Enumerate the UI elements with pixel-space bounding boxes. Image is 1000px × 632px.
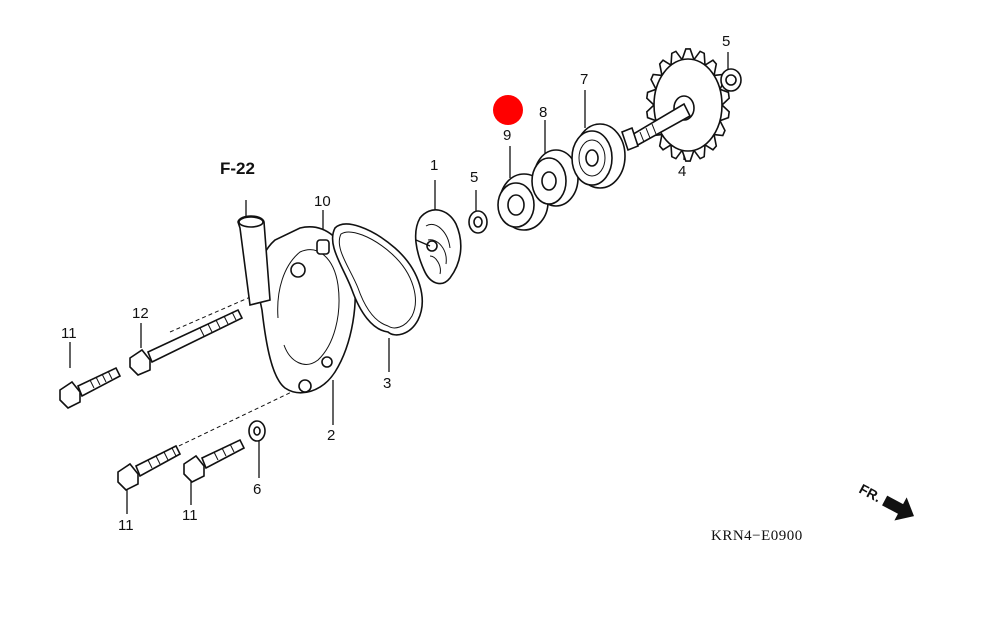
callout-11c: 11: [182, 507, 198, 524]
callout-5b: 5: [722, 33, 730, 50]
washer-small-part: [468, 210, 488, 234]
direction-label: FR.: [857, 481, 884, 506]
impeller-part: [414, 209, 462, 285]
callout-10: 10: [314, 193, 331, 210]
gasket-part: [331, 223, 423, 336]
highlight-marker: [493, 95, 523, 125]
arrow-right-icon: [882, 495, 915, 521]
bolt-11-bottom-left: [117, 444, 182, 491]
callout-12: 12: [132, 305, 149, 322]
callout-labels: 1 2 3 4 5 5 6 7 8 9 10 11 11 11 12: [61, 33, 730, 534]
reference-label: F-22: [220, 159, 255, 178]
front-direction-indicator: FR.: [857, 481, 915, 521]
diagram-code: KRN4−E0900: [711, 528, 803, 544]
bearing-plain-part: [531, 149, 579, 207]
bolt-12-long: [129, 308, 244, 376]
washer-top-part: [720, 68, 742, 92]
callout-6: 6: [253, 481, 261, 498]
bolt-11-bottom-mid: [183, 438, 246, 483]
callout-1: 1: [430, 157, 438, 174]
washer-bottom-part: [248, 420, 266, 442]
ball-bearing-part: [571, 123, 626, 189]
callout-11b: 11: [118, 517, 134, 534]
callout-2: 2: [327, 427, 335, 444]
callout-8: 8: [539, 104, 547, 121]
callout-9: 9: [503, 127, 511, 144]
callout-4: 4: [678, 163, 686, 180]
dowel-pin-part: [316, 239, 330, 255]
shaft-gear-part: [621, 48, 731, 162]
bolt-11-left: [59, 366, 122, 409]
pump-cover-part: [237, 215, 356, 394]
callout-7: 7: [580, 71, 588, 88]
callout-11a: 11: [61, 325, 77, 342]
callout-5a: 5: [470, 169, 478, 186]
callout-3: 3: [383, 375, 391, 392]
